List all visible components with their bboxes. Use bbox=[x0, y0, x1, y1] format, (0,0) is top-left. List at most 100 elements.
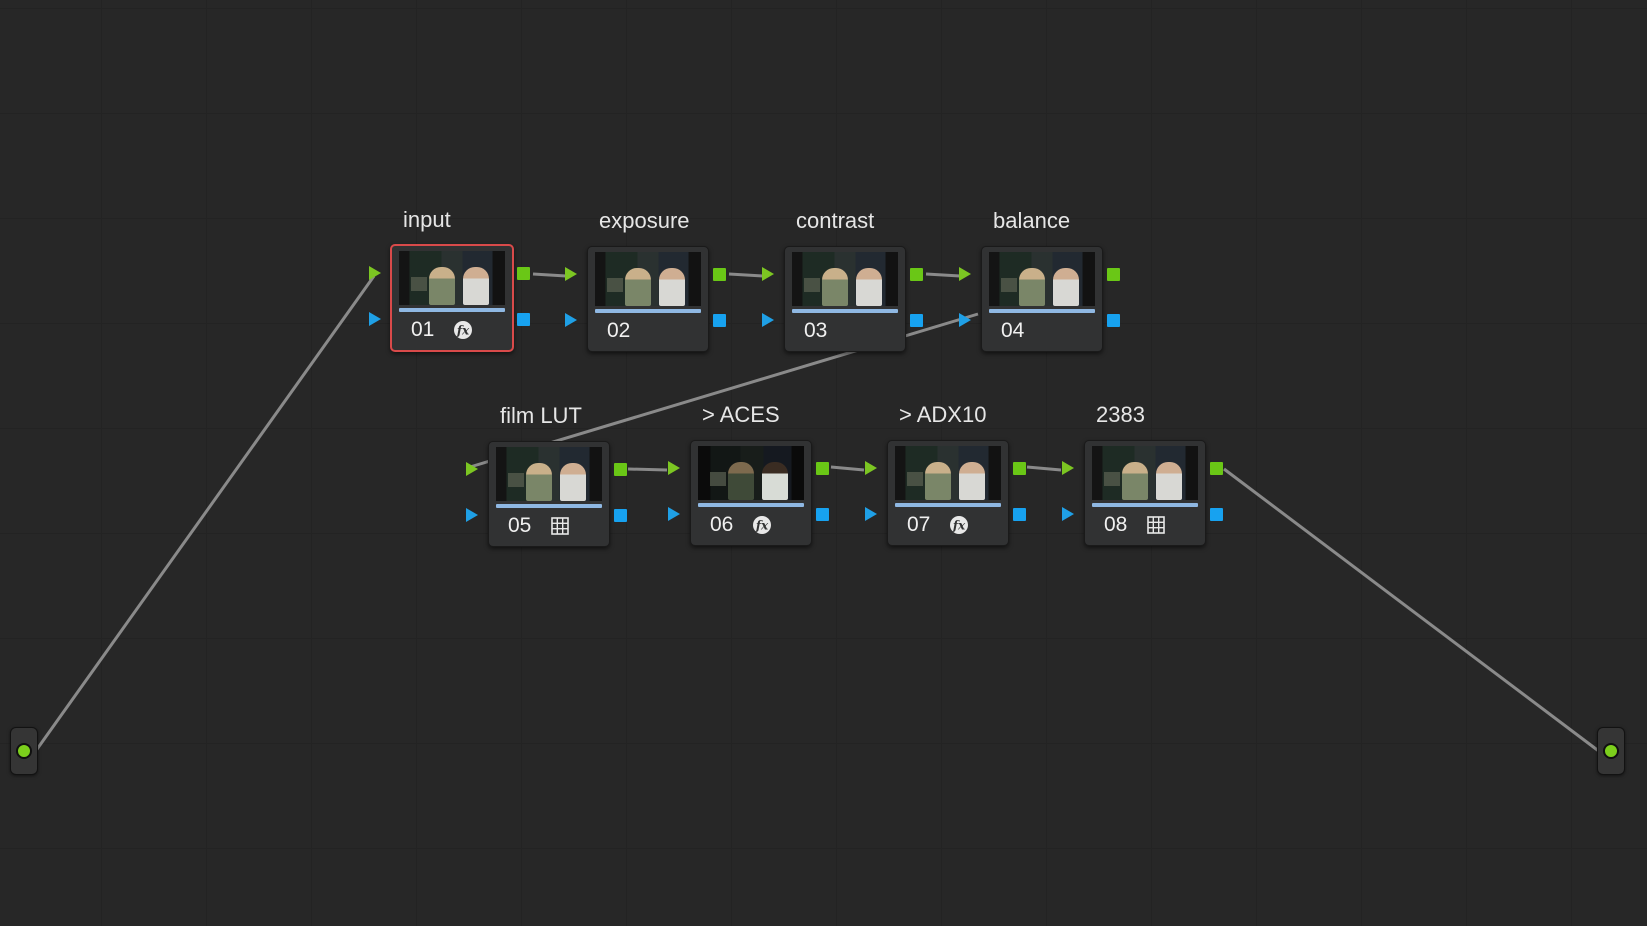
node-07[interactable]: > ADX10 07 fx bbox=[865, 402, 1026, 550]
node-number: 07 bbox=[907, 513, 931, 536]
key-output-port[interactable] bbox=[1013, 508, 1026, 521]
node-thumbnail bbox=[895, 446, 1001, 500]
node-05[interactable]: film LUT 05 bbox=[466, 403, 627, 551]
wire-06-07 bbox=[830, 465, 865, 472]
key-input-port[interactable] bbox=[668, 507, 680, 521]
node-thumbnail bbox=[792, 252, 898, 306]
key-output-port[interactable] bbox=[614, 509, 627, 522]
key-input-port[interactable] bbox=[865, 507, 877, 521]
rgb-input-port[interactable] bbox=[865, 461, 877, 475]
rgb-output-port[interactable] bbox=[713, 268, 726, 281]
node-number: 03 bbox=[804, 319, 828, 342]
node-label: > ACES bbox=[702, 402, 780, 427]
node-bar bbox=[399, 308, 505, 312]
fx-icon: fx bbox=[753, 516, 771, 534]
rgb-input-port[interactable] bbox=[762, 267, 774, 281]
rgb-output-port[interactable] bbox=[910, 268, 923, 281]
node-bar bbox=[1092, 503, 1198, 507]
svg-text:fx: fx bbox=[456, 324, 470, 338]
node-body[interactable]: 03 bbox=[784, 246, 906, 352]
node-body[interactable]: 07 fx bbox=[887, 440, 1009, 546]
rgb-input-port[interactable] bbox=[565, 267, 577, 281]
node-thumbnail bbox=[1092, 446, 1198, 500]
node-thumbnail bbox=[496, 447, 602, 501]
node-body[interactable]: 08 bbox=[1084, 440, 1206, 546]
rgb-output-port[interactable] bbox=[1013, 462, 1026, 475]
key-input-port[interactable] bbox=[466, 508, 478, 522]
node-03[interactable]: contrast 03 bbox=[762, 208, 923, 356]
wire-05-06 bbox=[627, 467, 668, 472]
key-input-port[interactable] bbox=[762, 313, 774, 327]
key-output-port[interactable] bbox=[1107, 314, 1120, 327]
fx-icon: fx bbox=[950, 516, 968, 534]
output-node[interactable] bbox=[1597, 727, 1625, 775]
node-label: film LUT bbox=[500, 403, 582, 428]
node-04[interactable]: balance 04 bbox=[959, 208, 1120, 356]
node-number: 04 bbox=[1001, 319, 1025, 342]
node-number: 06 bbox=[710, 513, 734, 536]
rgb-input-port[interactable] bbox=[1062, 461, 1074, 475]
node-thumbnail bbox=[399, 251, 505, 305]
node-label: balance bbox=[993, 208, 1071, 233]
rgb-output-port[interactable] bbox=[517, 267, 530, 280]
fx-icon: fx bbox=[454, 321, 472, 339]
source-output-dot[interactable] bbox=[16, 743, 32, 759]
node-bar bbox=[792, 309, 898, 313]
node-bar bbox=[895, 503, 1001, 507]
key-output-port[interactable] bbox=[910, 314, 923, 327]
rgb-input-port[interactable] bbox=[668, 461, 680, 475]
node-thumbnail bbox=[989, 252, 1095, 306]
key-input-port[interactable] bbox=[959, 313, 971, 327]
rgb-input-port[interactable] bbox=[369, 266, 381, 280]
node-08[interactable]: 2383 08 bbox=[1062, 402, 1223, 550]
node-label: 2383 bbox=[1096, 402, 1145, 427]
node-label: > ADX10 bbox=[899, 402, 987, 427]
node-bar bbox=[496, 504, 602, 508]
rgb-output-port[interactable] bbox=[816, 462, 829, 475]
key-output-port[interactable] bbox=[713, 314, 726, 327]
node-number: 05 bbox=[508, 514, 532, 537]
key-input-port[interactable] bbox=[1062, 507, 1074, 521]
lut-grid-icon bbox=[1147, 516, 1165, 534]
wire-01-02 bbox=[532, 272, 567, 278]
node-bar bbox=[698, 503, 804, 507]
key-input-port[interactable] bbox=[565, 313, 577, 327]
node-body[interactable]: 01 fx bbox=[390, 244, 514, 352]
wire-03-04 bbox=[925, 272, 961, 278]
node-body[interactable]: 06 fx bbox=[690, 440, 812, 546]
node-bar bbox=[989, 309, 1095, 313]
key-output-port[interactable] bbox=[816, 508, 829, 521]
key-output-port[interactable] bbox=[1210, 508, 1223, 521]
lut-grid-icon bbox=[551, 517, 569, 535]
rgb-input-port[interactable] bbox=[959, 267, 971, 281]
output-input-dot[interactable] bbox=[1603, 743, 1619, 759]
node-label: input bbox=[403, 207, 451, 232]
node-body[interactable]: 02 bbox=[587, 246, 709, 352]
wire-08-output bbox=[1223, 467, 1601, 754]
wire-source-to-input bbox=[33, 275, 376, 753]
node-01[interactable]: input 01 fx bbox=[369, 207, 530, 355]
node-02[interactable]: exposure 02 bbox=[565, 208, 726, 356]
wire-07-08 bbox=[1026, 465, 1062, 472]
rgb-output-port[interactable] bbox=[1210, 462, 1223, 475]
node-label: exposure bbox=[599, 208, 690, 233]
node-number: 02 bbox=[607, 319, 631, 342]
node-label: contrast bbox=[796, 208, 875, 233]
node-06[interactable]: > ACES 06 fx bbox=[668, 402, 829, 550]
node-number: 01 bbox=[411, 318, 435, 341]
key-input-port[interactable] bbox=[369, 312, 381, 326]
rgb-output-port[interactable] bbox=[1107, 268, 1120, 281]
key-output-port[interactable] bbox=[517, 313, 530, 326]
svg-text:fx: fx bbox=[952, 519, 966, 533]
rgb-input-port[interactable] bbox=[466, 462, 478, 476]
node-bar bbox=[595, 309, 701, 313]
svg-text:fx: fx bbox=[755, 519, 769, 533]
rgb-output-port[interactable] bbox=[614, 463, 627, 476]
wire-02-03 bbox=[728, 272, 764, 278]
source-input-node[interactable] bbox=[10, 727, 38, 775]
node-body[interactable]: 05 bbox=[488, 441, 610, 547]
node-thumbnail bbox=[595, 252, 701, 306]
node-body[interactable]: 04 bbox=[981, 246, 1103, 352]
node-number: 08 bbox=[1104, 513, 1128, 536]
